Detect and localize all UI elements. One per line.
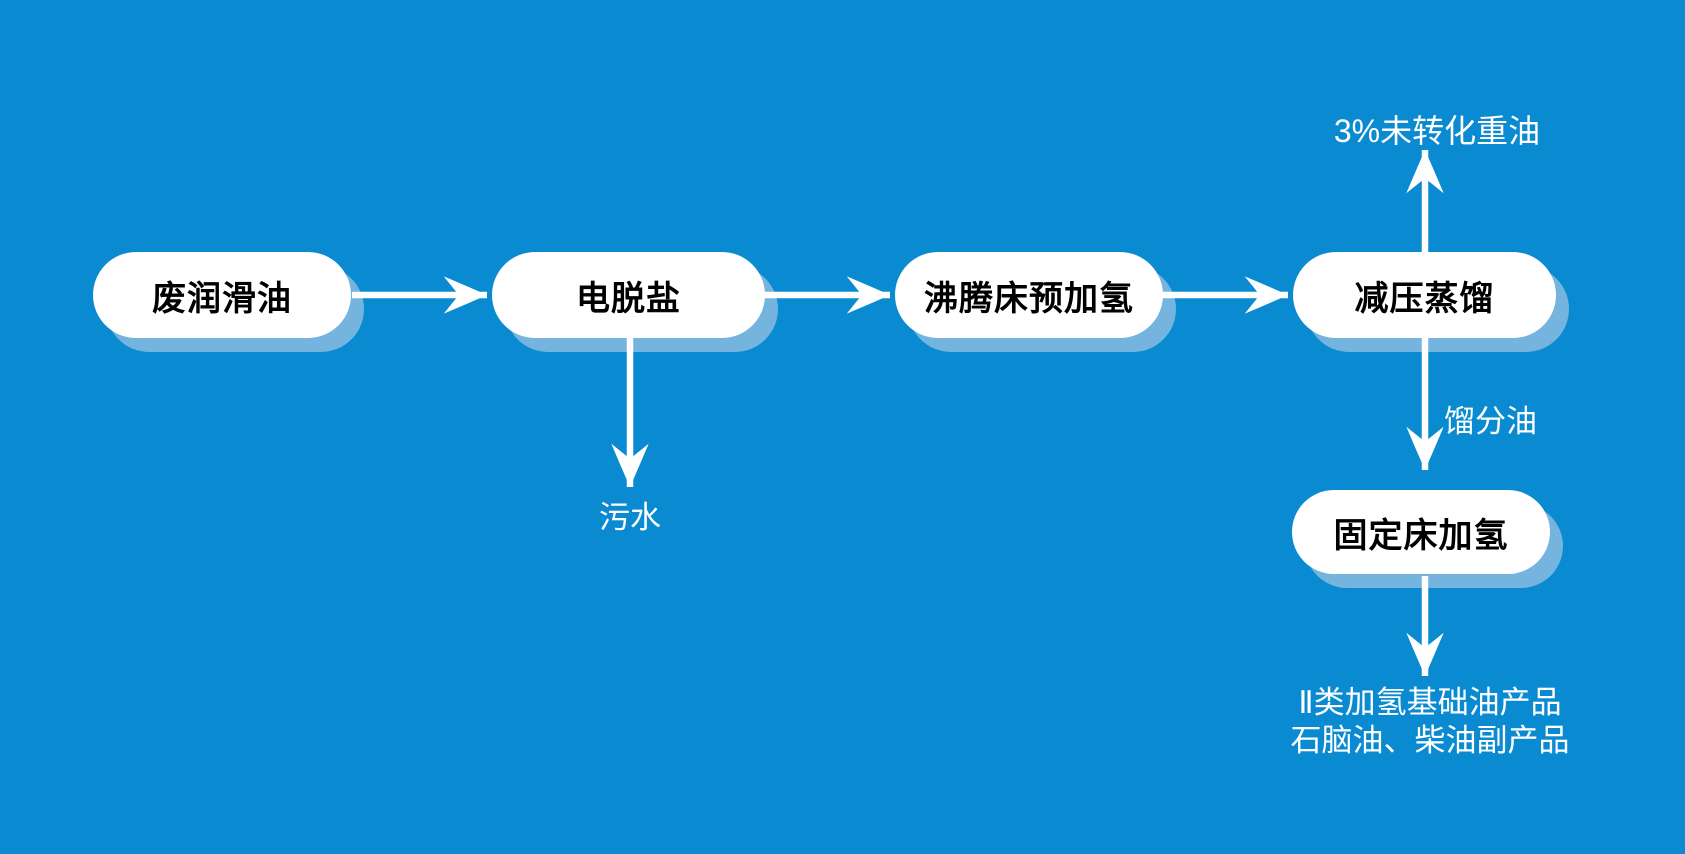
label-products-line2: 石脑油、柴油副产品 — [1290, 723, 1570, 758]
flow-node-label: 固定床加氢 — [1333, 516, 1509, 555]
flow-node-fixed-bed-hydro: 固定床加氢 — [1292, 490, 1550, 574]
label-unconverted-heavy-oil: 3%未转化重油 — [1333, 113, 1541, 149]
label-distillate-oil: 馏分油 — [1444, 404, 1537, 439]
flow-node-label: 沸腾床预加氢 — [924, 279, 1134, 318]
label-products: Ⅱ类加氢基础油产品 石脑油、柴油副产品 — [1291, 684, 1570, 760]
label-wastewater: 污水 — [599, 500, 661, 535]
flow-node-ebullated-bed-prehydro: 沸腾床预加氢 — [895, 252, 1163, 338]
flow-node-label: 减压蒸馏 — [1354, 279, 1495, 318]
flow-node-label: 废润滑油 — [152, 279, 292, 318]
label-products-line1: Ⅱ类加氢基础油产品 — [1298, 685, 1562, 720]
flow-node-label: 电脱盐 — [576, 279, 681, 318]
flow-node-waste-lube-oil: 废润滑油 — [93, 252, 351, 338]
flow-node-vacuum-distillation: 减压蒸馏 — [1293, 252, 1556, 338]
flow-node-electro-desalting: 电脱盐 — [492, 252, 765, 338]
